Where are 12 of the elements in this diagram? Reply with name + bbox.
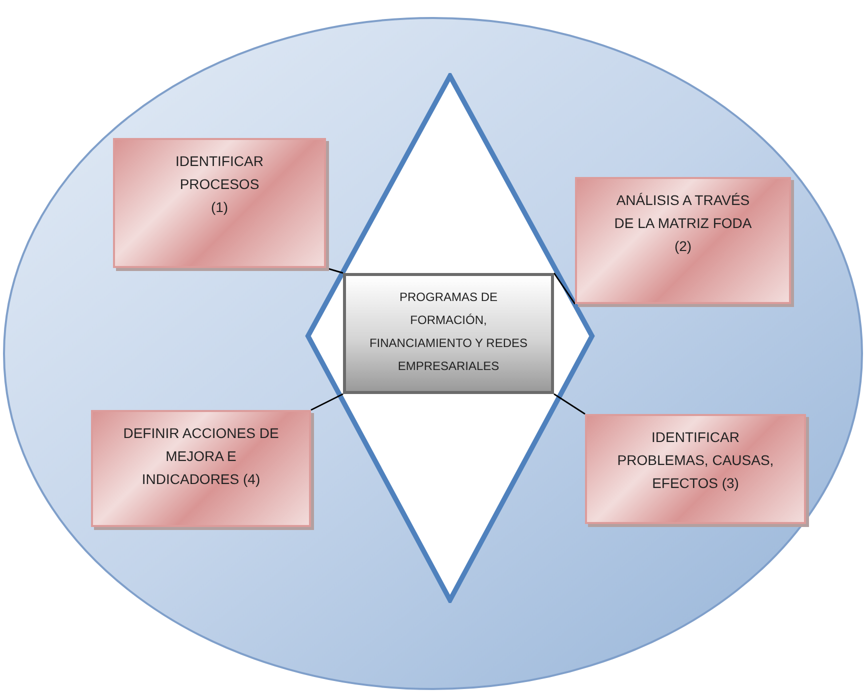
connector-line — [310, 393, 344, 411]
box-label: IDENTIFICAR PROBLEMAS, CAUSAS, EFECTOS (3) — [616, 428, 775, 493]
step-box — [585, 414, 806, 524]
connector-line — [554, 393, 586, 415]
step-box — [91, 410, 311, 527]
box-label: IDENTIFICAR PROCESOS (1) — [174, 152, 264, 217]
step-box — [113, 138, 326, 268]
box-label: DEFINIR ACCIONES DE MEJORA E INDICADORES (4) — [123, 424, 279, 489]
central-box — [343, 273, 554, 394]
box-label: PROGRAMAS DE FORMACIÓN, FINANCIAMIENTO Y REDES EMPRESARIALES — [368, 289, 529, 375]
box-label: ANÁLISIS A TRAVÉS DE LA MATRIZ FODA (2) — [613, 191, 753, 256]
step-box — [575, 177, 791, 304]
